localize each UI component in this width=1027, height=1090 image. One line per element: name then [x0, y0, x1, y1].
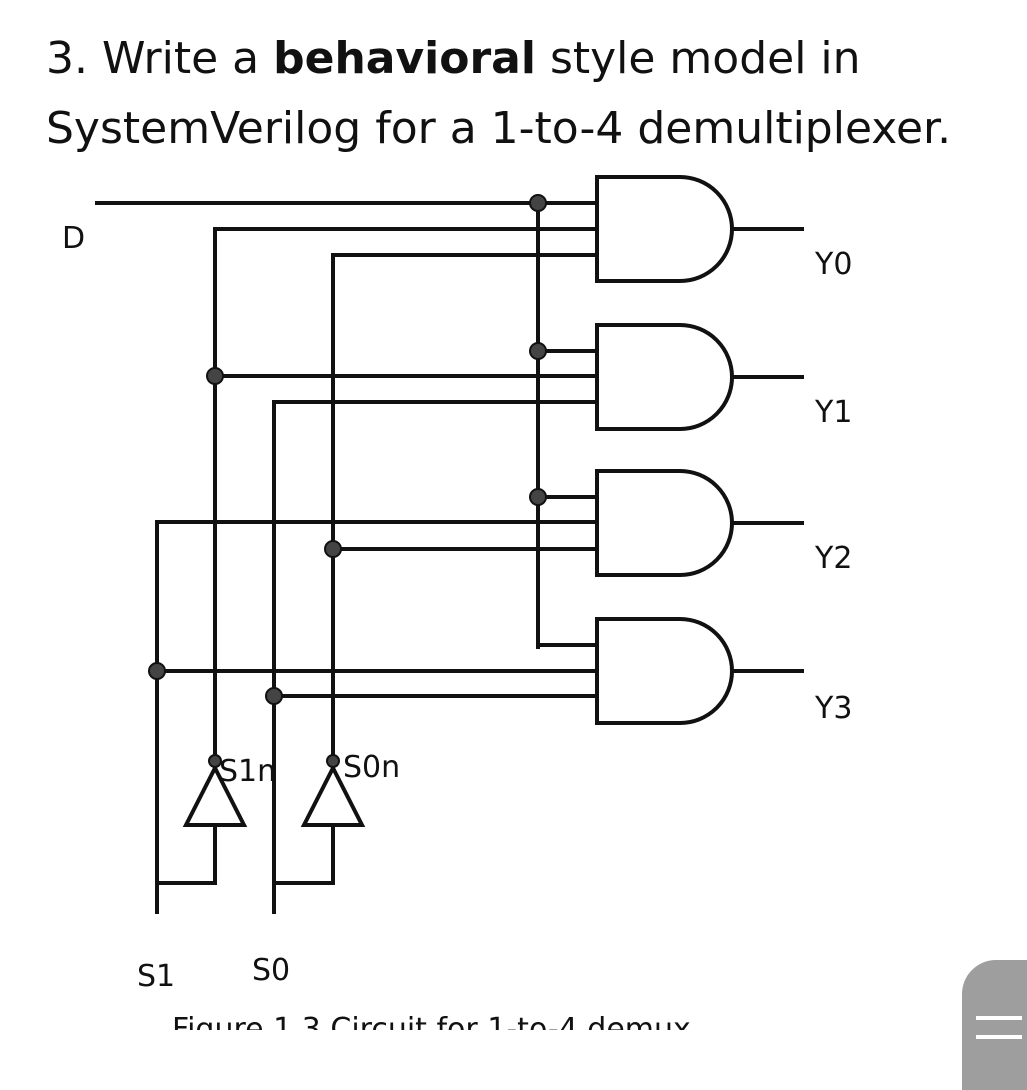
inverter-label-s0n: S0n — [343, 750, 400, 785]
wire-s0-to-inverter — [272, 823, 335, 885]
question-number: 3. — [46, 33, 88, 84]
junction-dot — [265, 687, 283, 705]
junction-dot — [208, 754, 222, 768]
scroll-handle[interactable] — [962, 960, 1027, 1090]
question-prefix: Write a — [101, 33, 260, 84]
junction-dot — [206, 367, 224, 385]
junction-dot — [529, 488, 547, 506]
question-emphasis: behavioral — [273, 33, 536, 84]
wire-s1-to-inverter — [155, 823, 217, 885]
and-gate-0-icon — [595, 175, 734, 283]
figure-caption: Figure 1.3 Circuit for 1-to-4 demux — [0, 1012, 1027, 1030]
and-gate-3-icon — [595, 617, 734, 725]
junction-dot — [324, 540, 342, 558]
output-label-y2: Y2 — [814, 541, 852, 576]
inverter-label-s1n: S1n — [219, 754, 276, 789]
and-gate-2-icon — [595, 469, 734, 577]
select-label-s1: S1 — [137, 959, 175, 994]
output-label-y1: Y1 — [814, 395, 852, 430]
figure-caption-text: Figure 1.3 Circuit for 1-to-4 demux — [172, 1012, 691, 1030]
handle-grip-top — [976, 1016, 1022, 1020]
question-suffix: style model in SystemVerilog for a 1-to-… — [46, 33, 952, 154]
output-label-y0: Y0 — [814, 247, 852, 282]
handle-grip-bottom — [976, 1035, 1022, 1039]
junction-dot — [148, 662, 166, 680]
inverter-s0-icon — [300, 763, 366, 827]
question-text: 3. Write a behavioral style model in Sys… — [46, 24, 1006, 164]
input-label-d: D — [62, 221, 85, 256]
output-label-y3: Y3 — [814, 691, 852, 726]
select-label-s0: S0 — [252, 953, 290, 988]
and-gate-1-icon — [595, 323, 734, 431]
junction-dot — [326, 754, 340, 768]
junction-dot — [529, 194, 547, 212]
inverter-s1-icon — [182, 763, 248, 827]
junction-dot — [529, 342, 547, 360]
